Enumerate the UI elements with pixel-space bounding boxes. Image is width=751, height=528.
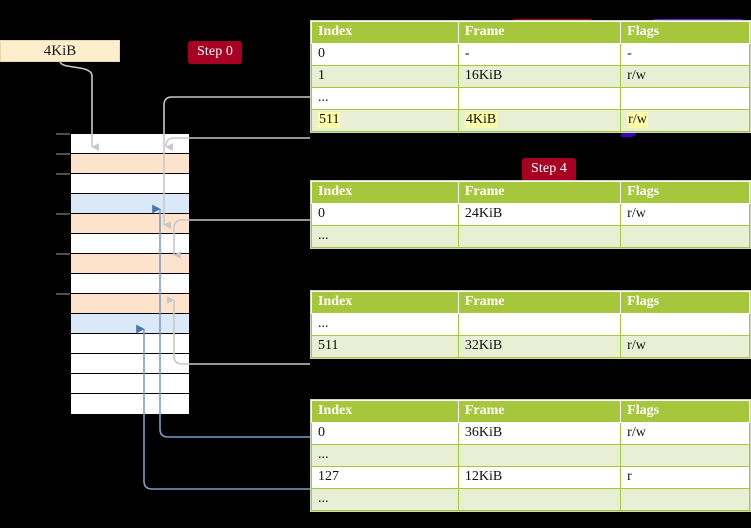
memory-frame-row (71, 234, 189, 254)
table-cell-frame (457, 225, 622, 248)
table-cell-index: 1 (311, 65, 459, 88)
table-cell-frame: 4KiB (457, 109, 622, 132)
table-cell-index: ... (311, 444, 459, 467)
badge-step4: Step 4 (522, 158, 576, 181)
memory-frame-row (71, 334, 189, 354)
table-cell-frame: 16KiB (457, 65, 622, 88)
table-cell-flags: r/w (620, 335, 750, 358)
table-cell-index: ... (311, 225, 459, 248)
table-header-index: Index (311, 400, 459, 423)
memory-frame-row (71, 274, 189, 294)
table-cell-index: 0 (311, 43, 459, 66)
table-cell-index: ... (311, 87, 459, 110)
memory-frame-row (71, 394, 189, 414)
table-header-index: Index (311, 21, 459, 44)
table-cell-frame: 36KiB (457, 422, 622, 445)
table-header-flags: Flags (620, 400, 750, 423)
table-cell-flags (620, 488, 750, 511)
memory-frame-row (71, 174, 189, 194)
table-cell-index: ... (311, 488, 459, 511)
physical-memory-column (70, 133, 190, 415)
table-header-frame: Frame (457, 400, 622, 423)
table-header-frame: Frame (457, 21, 622, 44)
table-cell-flags (620, 313, 750, 336)
memory-frame-row (71, 354, 189, 374)
table-cell-index: ... (311, 313, 459, 336)
table-cell-frame (457, 444, 622, 467)
table-row: ... (311, 313, 750, 336)
table-row: ... (311, 87, 750, 110)
table-cell-index: 511 (311, 109, 459, 132)
table-cell-flags: r/w (620, 422, 750, 445)
memory-frame-row (71, 214, 189, 234)
table-cell-index: 127 (311, 466, 459, 489)
table-header-frame: Frame (457, 181, 622, 204)
table-cell-frame: 24KiB (457, 203, 622, 226)
table-cell-index: 0 (311, 422, 459, 445)
table-header-index: Index (311, 181, 459, 204)
size-label-text: 4KiB (43, 43, 77, 59)
memory-frame-row (71, 314, 189, 334)
table-row: ... (311, 488, 750, 511)
table-row: 0-- (311, 43, 750, 66)
memory-tick (56, 213, 70, 215)
badge-step0: Step 0 (188, 41, 242, 64)
table-cell-index: 0 (311, 203, 459, 226)
table-row: ... (311, 444, 750, 467)
memory-tick (56, 293, 70, 295)
table-header-flags: Flags (620, 21, 750, 44)
table-header-frame: Frame (457, 291, 622, 314)
table-cell-flags: - (620, 43, 750, 66)
table-cell-frame (457, 87, 622, 110)
table-header-index: Index (311, 291, 459, 314)
memory-tick (56, 253, 70, 255)
table-cell-index: 511 (311, 335, 459, 358)
table-cell-frame: 32KiB (457, 335, 622, 358)
table-row: ... (311, 225, 750, 248)
table-cell-flags (620, 87, 750, 110)
table-cell-frame: - (457, 43, 622, 66)
memory-tick (56, 153, 70, 155)
size-label-box: 4KiB (0, 40, 120, 62)
table-cell-frame: 12KiB (457, 466, 622, 489)
table-cell-flags (620, 444, 750, 467)
memory-frame-row (71, 374, 189, 394)
memory-frame-row (71, 154, 189, 174)
memory-tick (56, 173, 70, 175)
table-cell-flags (620, 225, 750, 248)
table-header-flags: Flags (620, 291, 750, 314)
memory-frame-row (71, 294, 189, 314)
table-cell-frame (457, 488, 622, 511)
table-header-flags: Flags (620, 181, 750, 204)
memory-tick (56, 133, 70, 135)
table-cell-frame (457, 313, 622, 336)
memory-frame-row (71, 194, 189, 214)
memory-frame-row (71, 254, 189, 274)
table-cell-flags: r/w (620, 109, 750, 132)
table-cell-flags: r (620, 466, 750, 489)
table-cell-flags: r/w (620, 65, 750, 88)
memory-frame-row (71, 134, 189, 154)
table-cell-flags: r/w (620, 203, 750, 226)
